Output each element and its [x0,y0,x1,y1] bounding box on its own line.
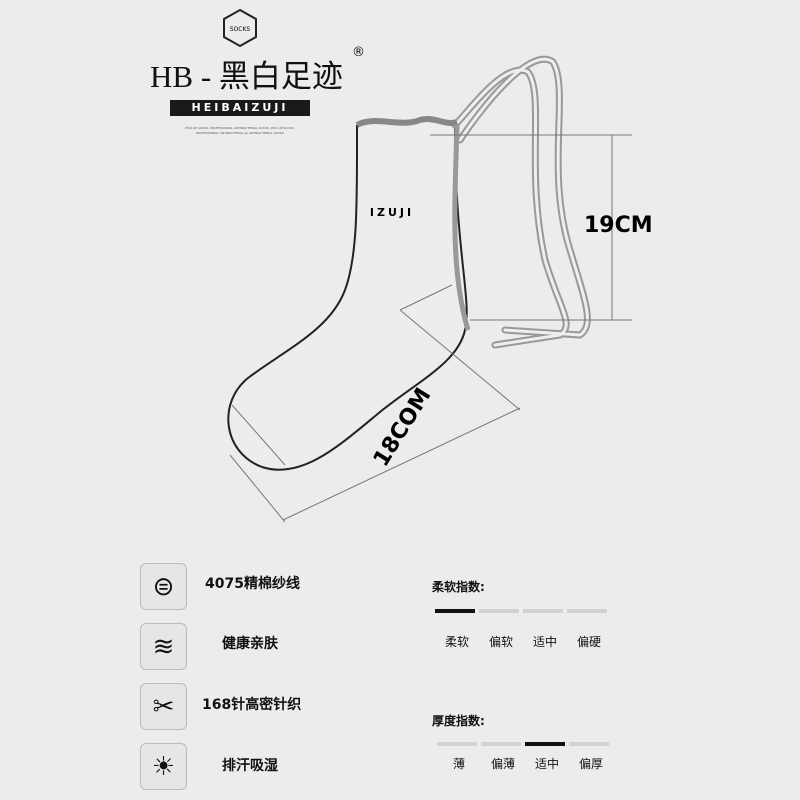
scale-label: 柔软 [444,635,469,649]
feature-icon-box: ≋ [140,623,187,670]
sock-diagram: IZUJI 19CM 18COM [227,55,653,523]
scale-segment [481,742,521,746]
feature-icon-box: ✂ [140,683,187,730]
scale-label: 偏软 [488,635,513,649]
scale-label: 偏厚 [578,757,603,771]
scale-segment [437,742,477,746]
scale-label: 适中 [534,757,559,771]
thickness-title: 厚度指数: [432,714,485,728]
scale-segment [567,609,607,613]
feature-icon-box: ☀ [140,743,187,790]
scale-label: 适中 [532,635,557,649]
sock-print: IZUJI [370,206,414,219]
logo-badge: SOCKS [223,8,257,48]
height-label: 19CM [584,213,653,238]
scale-label: 薄 [452,757,465,771]
scale-segment [569,742,609,746]
feature-label: 4075精棉纱线 [205,576,300,592]
brand-name: HB - 黑白足迹 [150,59,343,94]
scale-segment [523,609,563,613]
sock-outline [227,124,468,471]
softness-scale [435,609,607,613]
sock-cuff [355,116,458,128]
yarn-ball-icon: ⊜ [152,571,175,602]
feature-label: 168针高密针织 [202,697,302,713]
badge-text: SOCKS [230,26,251,33]
scale-segment [525,742,565,746]
sun-icon: ☀ [151,751,176,782]
scale-label: 偏硬 [576,635,601,649]
scissors-icon: ✂ [152,691,175,722]
feature-icon-box: ⊜ [140,563,187,610]
scale-segment [435,609,475,613]
waves-icon: ≋ [152,631,175,662]
scale-segment [479,609,519,613]
softness-title: 柔软指数: [432,580,485,594]
brand-name-en: HEIBAIZUJI [170,100,310,116]
registered-mark: ® [352,45,365,60]
brand-tagline: PICK UP SOCKS, PROFESSIONAL ANTIBACTERIA… [185,126,295,135]
dimension-lines [229,134,632,523]
scale-label: 偏薄 [490,757,515,771]
thickness-scale [437,742,609,746]
feature-label: 健康亲肤 [222,636,278,652]
feature-label: 排汗吸湿 [222,758,278,774]
